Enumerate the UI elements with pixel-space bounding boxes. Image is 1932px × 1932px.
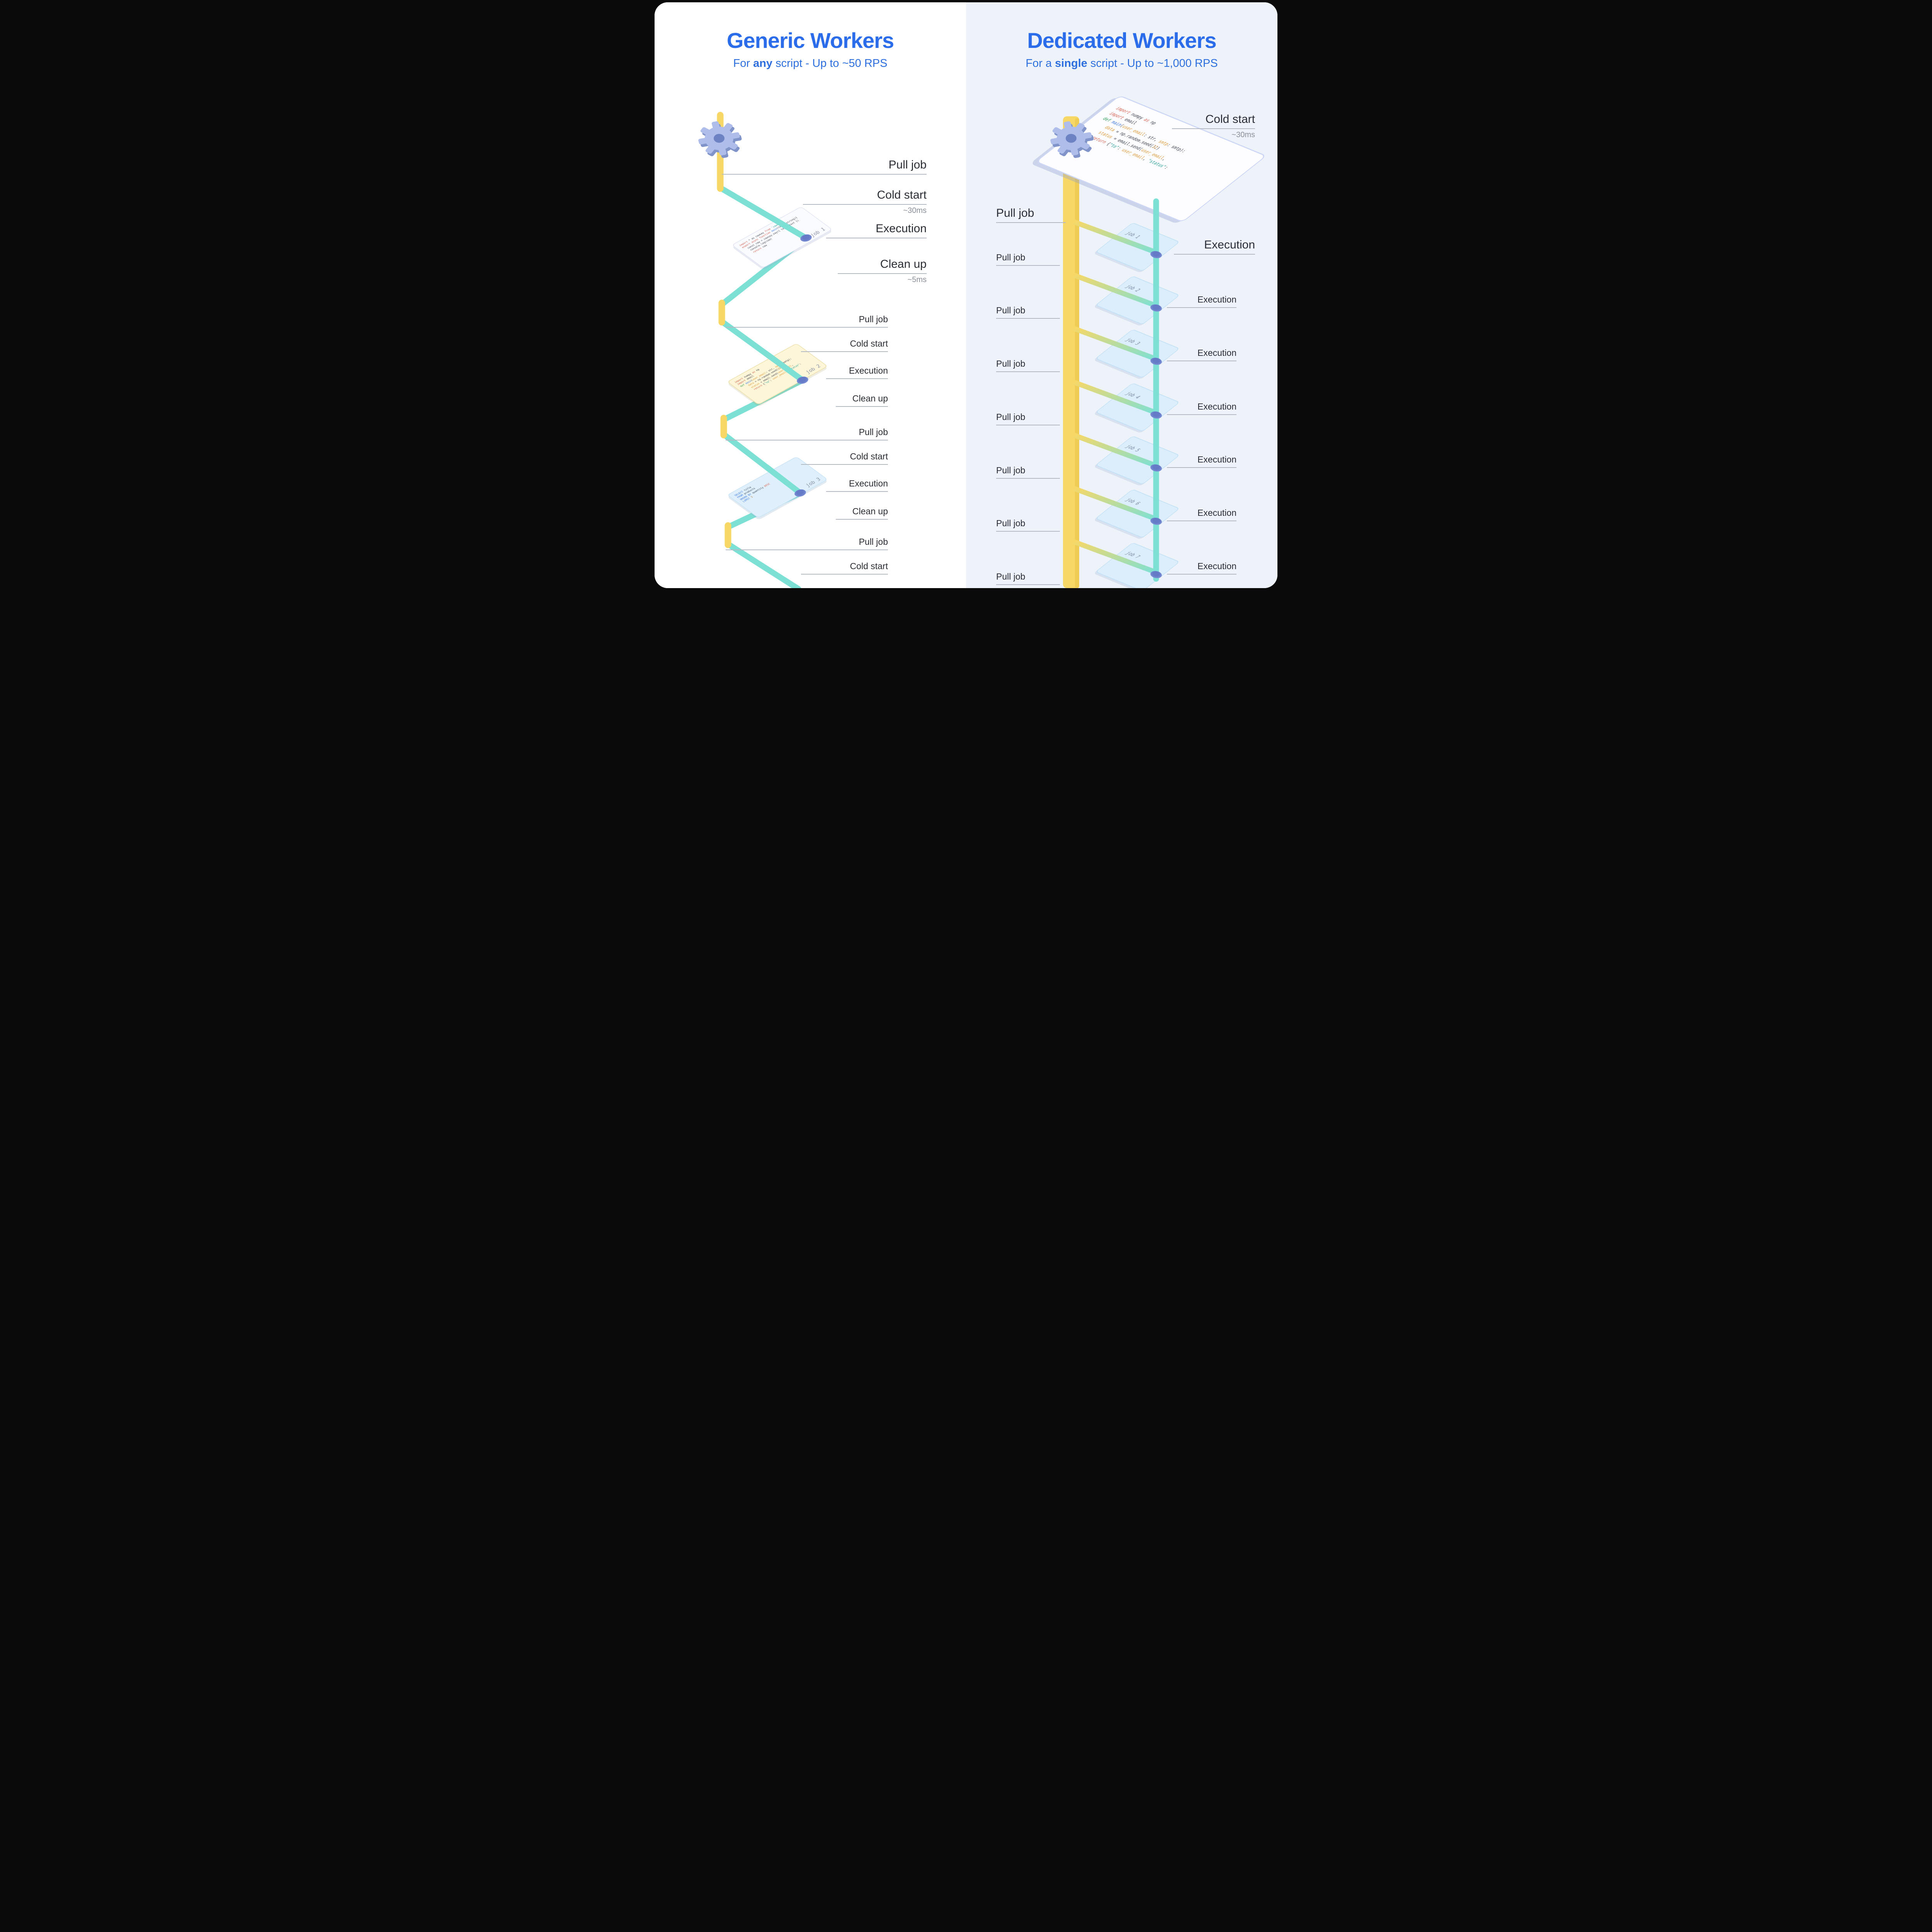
step-clean-up: Clean up ~5ms — [838, 258, 927, 284]
infographic: Generic Workers For any script - Up to ~… — [655, 2, 1277, 588]
step-label: Pull job — [996, 518, 1060, 532]
step-note — [722, 175, 927, 176]
gear-icon — [694, 117, 744, 161]
right-execution: Execution — [1167, 294, 1236, 308]
subtitle-bold: any — [753, 57, 773, 70]
step-label: Execution — [1174, 238, 1255, 255]
step-label: Clean up — [836, 393, 888, 407]
right-execution: Execution — [1174, 238, 1255, 255]
step-execution: Execution — [826, 222, 927, 240]
step-label: Pull job — [996, 359, 1060, 372]
step-clean-up: Clean up — [836, 393, 888, 407]
subtitle-text: script - Up to ~1,000 RPS — [1087, 57, 1218, 70]
dedicated-workers-title: Dedicated Workers — [1027, 28, 1216, 53]
step-label: Pull job — [996, 465, 1060, 479]
step-note: ~5ms — [907, 276, 927, 284]
step-label: Pull job — [722, 158, 927, 175]
step-label: Execution — [1167, 561, 1236, 575]
step-pull-job: Pull job — [726, 314, 888, 328]
right-execution: Execution — [1167, 561, 1236, 575]
step-label: Execution — [1167, 454, 1236, 468]
step-label: Execution — [1167, 401, 1236, 415]
subtitle-bold: single — [1055, 57, 1087, 70]
step-execution: Execution — [826, 478, 888, 492]
step-label: Clean up — [836, 506, 888, 520]
right-pull-job: Pull job — [996, 305, 1060, 319]
job-label: job 4 — [1124, 390, 1142, 400]
step-cold-start: Cold start — [801, 451, 888, 465]
step-note — [826, 238, 927, 240]
job-label: job 3 — [1124, 337, 1142, 346]
step-note: ~30ms — [903, 206, 927, 215]
step-label: Cold start — [801, 338, 888, 352]
step-note: ~30ms — [1231, 131, 1255, 139]
right-pull-job: Pull job — [996, 518, 1060, 532]
job-label: job 5 — [1124, 443, 1142, 453]
step-execution: Execution — [826, 366, 888, 379]
generic-workers-subtitle: For any script - Up to ~50 RPS — [655, 57, 966, 70]
right-pull-job: Pull job — [996, 412, 1060, 425]
step-label: Execution — [826, 478, 888, 492]
step-pull-job: Pull job — [726, 537, 888, 550]
step-cold-start: Cold start~30ms — [803, 189, 927, 215]
step-label: Pull job — [726, 314, 888, 328]
dedicated-workers-subtitle: For a single script - Up to ~1,000 RPS — [966, 57, 1277, 70]
step-pull-job: Pull job — [726, 427, 888, 440]
right-pull-job: Pull job — [996, 465, 1060, 479]
step-cold-start: Cold start — [801, 338, 888, 352]
step-label: Execution — [1167, 294, 1236, 308]
step-label: Pull job — [996, 252, 1060, 266]
subtitle-text: For — [733, 57, 753, 70]
step-label: Pull job — [726, 427, 888, 440]
right-cold-start: Cold start ~30ms — [1172, 113, 1255, 139]
right-pull-job: Pull job — [996, 571, 1060, 585]
right-execution: Execution — [1167, 401, 1236, 415]
step-label: Clean up — [838, 258, 927, 274]
step-label: Execution — [826, 222, 927, 238]
step-label: Execution — [1167, 348, 1236, 361]
job-label: job 1 — [1124, 230, 1142, 240]
job-label: job 7 — [1124, 550, 1142, 560]
job-label: job 2 — [1124, 283, 1142, 293]
step-label: Cold start — [803, 189, 927, 205]
subtitle-text: For a — [1026, 57, 1055, 70]
step-pull-job: Pull job — [722, 158, 927, 176]
step-label: Pull job — [996, 412, 1060, 425]
step-label: Pull job — [726, 537, 888, 550]
step-label: Cold start — [1172, 113, 1255, 129]
right-execution: Execution — [1167, 454, 1236, 468]
right-execution: Execution — [1167, 508, 1236, 521]
generic-workers-title: Generic Workers — [726, 28, 894, 53]
step-label: Execution — [1167, 508, 1236, 521]
job-label: job 6 — [1124, 497, 1142, 506]
step-label: Pull job — [996, 207, 1066, 223]
right-pull-job: Pull job — [996, 252, 1060, 266]
step-label: Cold start — [801, 561, 888, 575]
right-pull-job: Pull job — [996, 207, 1066, 223]
step-cold-start: Cold start — [801, 561, 888, 575]
step-label: Cold start — [801, 451, 888, 465]
subtitle-text: script - Up to ~50 RPS — [772, 57, 888, 70]
right-pull-job: Pull job — [996, 359, 1060, 372]
step-label: Execution — [826, 366, 888, 379]
gear-icon — [1046, 117, 1096, 161]
generic-workers-panel — [655, 2, 966, 588]
right-execution: Execution — [1167, 348, 1236, 361]
step-label: Pull job — [996, 305, 1060, 319]
step-label: Pull job — [996, 571, 1060, 585]
step-clean-up: Clean up — [836, 506, 888, 520]
